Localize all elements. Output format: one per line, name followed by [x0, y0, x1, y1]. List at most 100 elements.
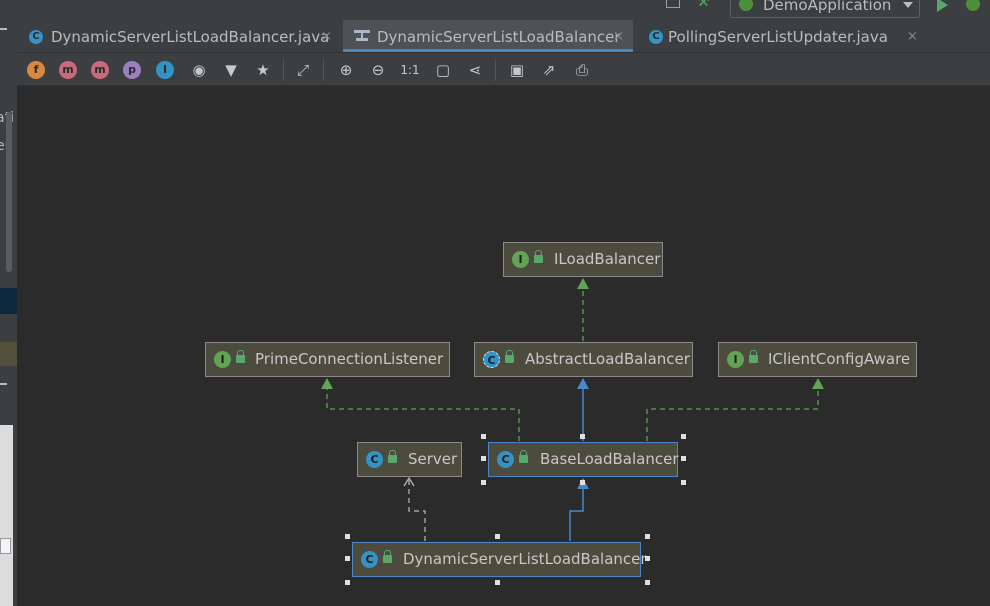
bottom-panel: [0, 425, 13, 606]
lock-icon: [534, 250, 543, 263]
node-name: PrimeConnectionListener: [255, 350, 444, 368]
edge-mode-icon[interactable]: ⤢: [296, 61, 309, 79]
node-abstractloadbalancer[interactable]: C AbstractLoadBalancer: [474, 342, 693, 377]
lock-icon: [383, 550, 392, 563]
class-icon: C: [361, 551, 378, 568]
highlighted-row[interactable]: [0, 342, 17, 366]
selection-handle[interactable]: [481, 456, 486, 461]
lock-icon: [519, 450, 528, 463]
lock-icon: [749, 350, 758, 363]
tab-label: DynamicServerListLoadBalancer: [377, 28, 621, 46]
node-iloadbalancer[interactable]: I ILoadBalancer: [503, 242, 663, 277]
edge-extends: [569, 478, 589, 541]
save-icon[interactable]: ▣: [509, 61, 525, 79]
chevron-down-icon: [903, 2, 913, 8]
debug-icon[interactable]: [966, 0, 980, 11]
show-dependencies-icon[interactable]: ★: [256, 61, 270, 79]
main-toolbar: ⚒ DemoApplication: [0, 0, 990, 20]
layout-icon[interactable]: ⋖: [468, 61, 482, 79]
class-icon: C: [497, 451, 514, 468]
edge-dependency: [408, 479, 426, 541]
editor-tabs: C DynamicServerListLoadBalancer.java × D…: [17, 20, 990, 53]
selection-handle[interactable]: [645, 580, 650, 585]
actual-size-icon[interactable]: 1:1: [400, 63, 420, 77]
node-name: ILoadBalancer: [554, 250, 661, 268]
tab-polling-server-list-java[interactable]: C PollingServerListUpdater.java ×: [637, 20, 927, 52]
run-configuration-select[interactable]: DemoApplication: [730, 0, 920, 18]
lock-icon: [236, 350, 245, 363]
edge-implements: [321, 378, 520, 441]
selected-row[interactable]: [0, 288, 17, 314]
edge-implements: [646, 378, 824, 441]
properties-icon[interactable]: p: [123, 61, 141, 79]
run-configuration-label: DemoApplication: [763, 0, 892, 14]
node-name: Server: [408, 450, 458, 468]
diagram-icon: [354, 30, 370, 41]
lock-icon: [388, 450, 397, 463]
selection-handle[interactable]: [580, 434, 585, 439]
close-icon[interactable]: ×: [907, 29, 918, 44]
spring-boot-icon: [739, 0, 753, 11]
zoom-out-icon[interactable]: ⊖: [371, 61, 385, 79]
fields-icon[interactable]: f: [27, 61, 45, 79]
export-icon[interactable]: ⇗: [542, 61, 556, 79]
selection-handle[interactable]: [345, 556, 350, 561]
zoom-in-icon[interactable]: ⊕: [339, 61, 353, 79]
filter-icon[interactable]: ▼: [225, 61, 237, 79]
interface-icon: I: [512, 251, 529, 268]
toolbar-separator: [323, 59, 324, 81]
selection-handle[interactable]: [681, 480, 686, 485]
constructors-icon[interactable]: m: [59, 61, 77, 79]
selection-handle[interactable]: [495, 534, 500, 539]
node-name: DynamicServerListLoadBalancer: [403, 550, 647, 568]
diagram-toolbar: f m m p I ◉ ▼ ★ ⤢ ⊕ ⊖ 1:1 ▢ ⋖ ▣ ⇗ ⎙: [17, 53, 990, 86]
selection-handle[interactable]: [481, 434, 486, 439]
tab-label: PollingServerListUpdater.java: [668, 28, 888, 46]
node-primeconnectionlistener[interactable]: I PrimeConnectionListener: [205, 342, 450, 377]
selection-handle[interactable]: [345, 534, 350, 539]
methods-icon[interactable]: m: [91, 61, 109, 79]
node-iclientconfigaware[interactable]: I IClientConfigAware: [718, 342, 917, 377]
panel-text-fragment: er: [0, 138, 10, 154]
inner-classes-icon[interactable]: I: [156, 61, 174, 79]
close-icon[interactable]: ×: [613, 29, 624, 44]
collapse-icon[interactable]: [0, 383, 7, 385]
class-icon: C: [649, 30, 663, 44]
print-icon[interactable]: ⎙: [575, 61, 588, 79]
node-baseloadbalancer[interactable]: C BaseLoadBalancer: [488, 442, 679, 477]
toolbar-separator: [283, 59, 284, 81]
interface-icon: I: [214, 351, 231, 368]
visibility-icon[interactable]: ◉: [192, 61, 206, 79]
run-icon[interactable]: [937, 0, 948, 12]
build-hammer-icon[interactable]: ⚒: [697, 0, 710, 10]
selection-handle[interactable]: [481, 480, 486, 485]
node-name: AbstractLoadBalancer: [525, 350, 690, 368]
scrollbar[interactable]: [6, 112, 12, 272]
selection-handle[interactable]: [681, 456, 686, 461]
toolbar-separator: [495, 59, 496, 81]
selection-handle[interactable]: [681, 434, 686, 439]
selection-handle[interactable]: [580, 480, 585, 485]
tab-label: DynamicServerListLoadBalancer.java: [51, 28, 330, 46]
dependency-arrowhead: [403, 476, 415, 487]
tab-dynamic-server-list-diagram[interactable]: DynamicServerListLoadBalancer ×: [343, 20, 633, 52]
selection-handle[interactable]: [645, 534, 650, 539]
lock-icon: [505, 350, 514, 363]
node-dynamicserverlistloadbalancer[interactable]: C DynamicServerListLoadBalancer: [352, 542, 647, 577]
selection-handle[interactable]: [645, 556, 650, 561]
selection-handle[interactable]: [345, 580, 350, 585]
tab-dynamic-server-list-java[interactable]: C DynamicServerListLoadBalancer.java ×: [17, 20, 341, 52]
close-icon[interactable]: ×: [321, 29, 332, 44]
selection-handle[interactable]: [495, 580, 500, 585]
node-server[interactable]: C Server: [357, 442, 462, 477]
frame-icon[interactable]: [666, 0, 680, 8]
project-tool-window: ati er: [0, 20, 17, 606]
checkbox[interactable]: [0, 538, 11, 554]
class-icon: C: [366, 451, 383, 468]
interface-icon: I: [727, 351, 744, 368]
abstract-class-icon: C: [483, 351, 500, 368]
fit-content-icon[interactable]: ▢: [435, 61, 451, 79]
collapse-icon[interactable]: [0, 28, 7, 30]
class-icon: C: [29, 30, 43, 44]
